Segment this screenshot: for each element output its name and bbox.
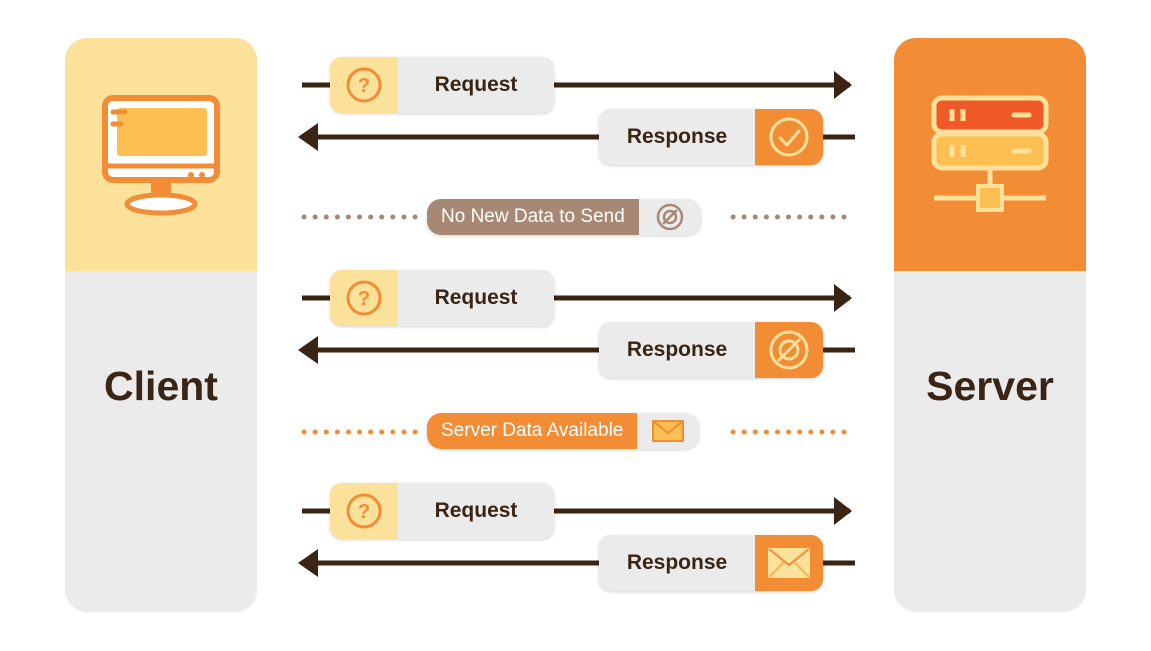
status-server-data-available: Server Data Available — [427, 413, 700, 449]
monitor-icon — [102, 95, 220, 216]
client-panel: Client — [65, 38, 257, 612]
request-pill: ? Request — [330, 270, 554, 326]
question-icon: ? — [330, 270, 398, 326]
response-label: Response — [626, 125, 728, 148]
request-pill: ? Request — [330, 483, 554, 539]
response-label: Response — [626, 338, 728, 361]
server-label: Server — [926, 363, 1054, 409]
status-label: No New Data to Send — [427, 199, 639, 235]
empty-set-icon — [755, 322, 823, 378]
status-no-new-data: No New Data to Send — [427, 199, 701, 235]
empty-set-icon — [638, 199, 701, 235]
response-arrowhead — [298, 549, 318, 577]
response-arrowhead — [298, 336, 318, 364]
response-pill: Response — [599, 535, 823, 591]
response-pill: Response — [599, 322, 823, 378]
request-label: Request — [434, 499, 518, 522]
question-icon: ? — [330, 57, 398, 113]
check-circle-icon — [755, 109, 823, 165]
request-arrowhead — [834, 497, 852, 525]
svg-text:?: ? — [358, 501, 370, 523]
response-pill: Response — [599, 109, 823, 165]
svg-text:?: ? — [358, 75, 370, 97]
server-rack-icon — [931, 95, 1049, 212]
server-panel: Server — [894, 38, 1086, 612]
svg-text:?: ? — [358, 288, 370, 310]
response-label: Response — [626, 551, 728, 574]
response-arrowhead — [298, 123, 318, 151]
status-label: Server Data Available — [427, 413, 638, 449]
question-icon: ? — [330, 483, 398, 539]
client-label: Client — [104, 363, 218, 409]
envelope-icon — [755, 535, 823, 591]
request-label: Request — [434, 286, 518, 309]
request-pill: ? Request — [330, 57, 554, 113]
request-arrowhead — [834, 284, 852, 312]
request-arrowhead — [834, 71, 852, 99]
request-label: Request — [434, 73, 518, 96]
envelope-icon — [637, 413, 700, 449]
